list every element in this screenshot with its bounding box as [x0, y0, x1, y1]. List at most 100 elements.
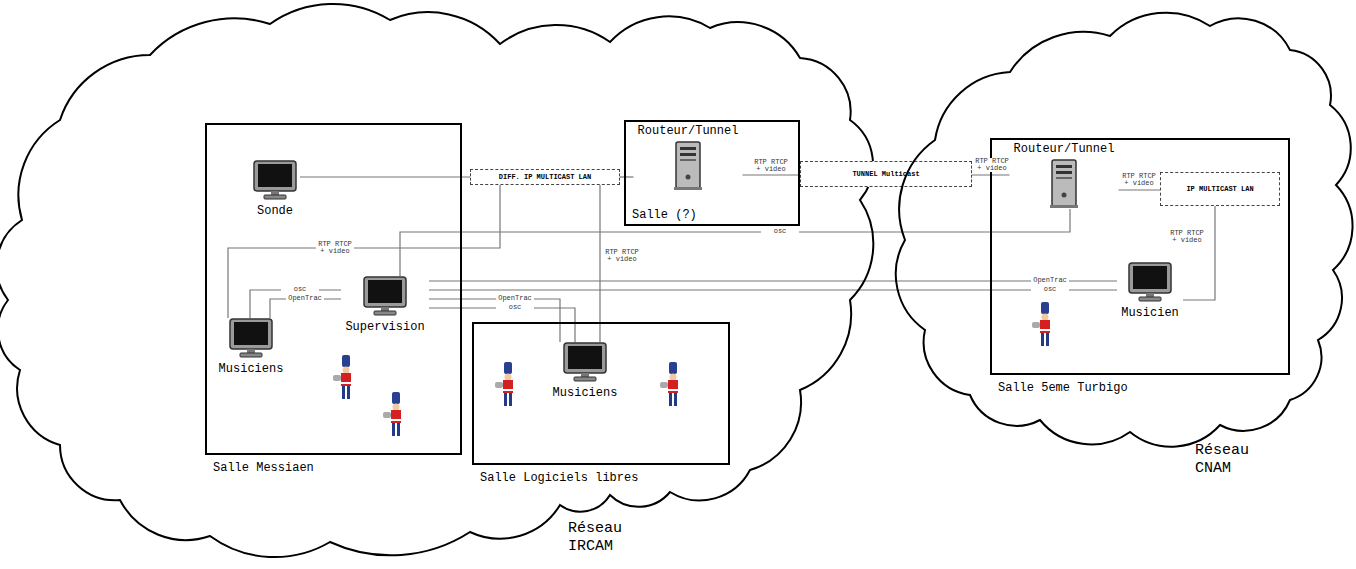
edge-label: RTP RTCP + video [752, 159, 790, 174]
cloud-outline-path [0, 4, 873, 557]
connector-line [620, 176, 634, 177]
server-case [1052, 160, 1076, 206]
room-box: Salle Logiciels libresMusiciens [472, 322, 730, 465]
server-slot [1056, 165, 1072, 168]
network-cloud: Réseau CNAMSalle 5eme TurbigoRouteur/Tun… [890, 0, 1356, 480]
connector-line [429, 280, 1117, 281]
device-label: Routeur/Tunnel [638, 124, 739, 138]
server-light [1062, 193, 1067, 198]
toy-soldier [383, 392, 401, 436]
monitor-icon-holder [1127, 262, 1173, 302]
toy-soldier [1032, 302, 1050, 346]
monitor-icon [562, 342, 608, 382]
edge-label: RTP RTCP + video [316, 241, 354, 256]
server-slot [680, 147, 696, 150]
room-label: Salle Messiaen [213, 461, 314, 475]
router-node: Routeur/Tunnel [1010, 142, 1119, 209]
server-icon [1049, 159, 1079, 209]
network-label: Réseau IRCAM [568, 520, 622, 556]
connector-line [300, 176, 470, 177]
connector-line [228, 185, 500, 318]
router-node: Routeur/Tunnel [634, 124, 743, 191]
device-label: Musiciens [553, 386, 618, 400]
connector-line [1183, 206, 1215, 300]
server-icon-holder [673, 141, 703, 191]
cloud-outline [890, 0, 1356, 480]
toy-soldier [495, 362, 513, 406]
cloud-outline-path [896, 13, 1353, 447]
connector-line [400, 209, 1070, 276]
cloud-outline [0, 0, 870, 569]
server-slot [680, 159, 696, 161]
room-label: Salle Logiciels libres [480, 471, 638, 485]
monitor-neck [381, 307, 389, 311]
device-label: Musicien [1121, 306, 1179, 320]
connector-line [250, 290, 341, 318]
room-label: Salle (?) [632, 208, 697, 222]
connector-line [429, 308, 575, 342]
monitor-neck [247, 349, 255, 353]
toy-soldier [333, 355, 351, 399]
toy-soldier [660, 362, 678, 406]
monitor-node: Musicien [1117, 262, 1183, 320]
monitor-screen [368, 280, 402, 303]
monitor-foot [374, 311, 396, 315]
device-label: Supervision [345, 320, 424, 334]
room-label: Salle 5eme Turbigo [998, 381, 1128, 395]
monitor-bezel [1129, 263, 1171, 293]
edge-label: osc [281, 286, 319, 293]
monitor-node: Supervision [341, 276, 429, 334]
device-label: Musiciens [219, 362, 284, 376]
box-label: IP MULTICAST LAN [1183, 185, 1256, 193]
tunnel-box: TUNNEL Multicast [800, 161, 972, 187]
edge-label: osc [761, 228, 799, 235]
server-icon-holder [1049, 159, 1079, 209]
server-base [674, 187, 702, 190]
box-label: DIFF. IP MULTICAST LAN [496, 173, 594, 181]
monitor-screen [258, 164, 292, 187]
monitor-icon [252, 160, 298, 200]
monitor-icon-holder [362, 276, 408, 316]
monitor-icon-holder [228, 318, 274, 358]
edge-label: osc [1031, 286, 1069, 293]
edge-label: OpenTrac [286, 295, 324, 302]
server-icon [673, 141, 703, 191]
server-case [676, 142, 700, 188]
server-slot [680, 153, 696, 156]
monitor-node: Musiciens [215, 318, 288, 376]
device-label: Sonde [257, 204, 293, 218]
server-light [686, 175, 691, 180]
monitor-icon [1127, 262, 1173, 302]
monitor-neck [581, 373, 589, 377]
monitor-node: Sonde [250, 160, 300, 218]
connector-line [743, 174, 801, 175]
monitor-foot [574, 377, 596, 381]
server-slot [1056, 171, 1072, 174]
connector-line [599, 185, 600, 342]
monitor-screen [234, 322, 268, 345]
connector-line [972, 174, 1010, 175]
edge-label: OpenTrac [1031, 277, 1069, 284]
monitor-bezel [230, 319, 272, 349]
server-base [1050, 205, 1078, 208]
monitor-bezel [364, 277, 406, 307]
box-label: TUNNEL Multicast [849, 170, 922, 178]
monitor-node: Musiciens [549, 342, 622, 400]
monitor-icon-holder [252, 160, 298, 200]
connector-line [429, 289, 1117, 290]
monitor-icon [228, 318, 274, 358]
multicast-lan-box: DIFF. IP MULTICAST LAN [470, 169, 620, 185]
monitor-foot [240, 353, 262, 357]
edge-label: OpenTrac [496, 295, 534, 302]
connector-line [429, 299, 560, 342]
monitor-screen [1133, 266, 1167, 289]
monitor-foot [264, 195, 286, 199]
connector-line [1119, 189, 1161, 190]
network-cloud: Réseau IRCAM Salle Messiaen SondeSupervisi… [0, 0, 870, 569]
edge-label: RTP RTCP + video [1168, 230, 1206, 245]
edge-label: osc [496, 304, 534, 311]
monitor-icon-holder [562, 342, 608, 382]
edge-label: RTP RTCP + video [973, 158, 1011, 173]
edge-label: RTP RTCP + video [1120, 173, 1158, 188]
